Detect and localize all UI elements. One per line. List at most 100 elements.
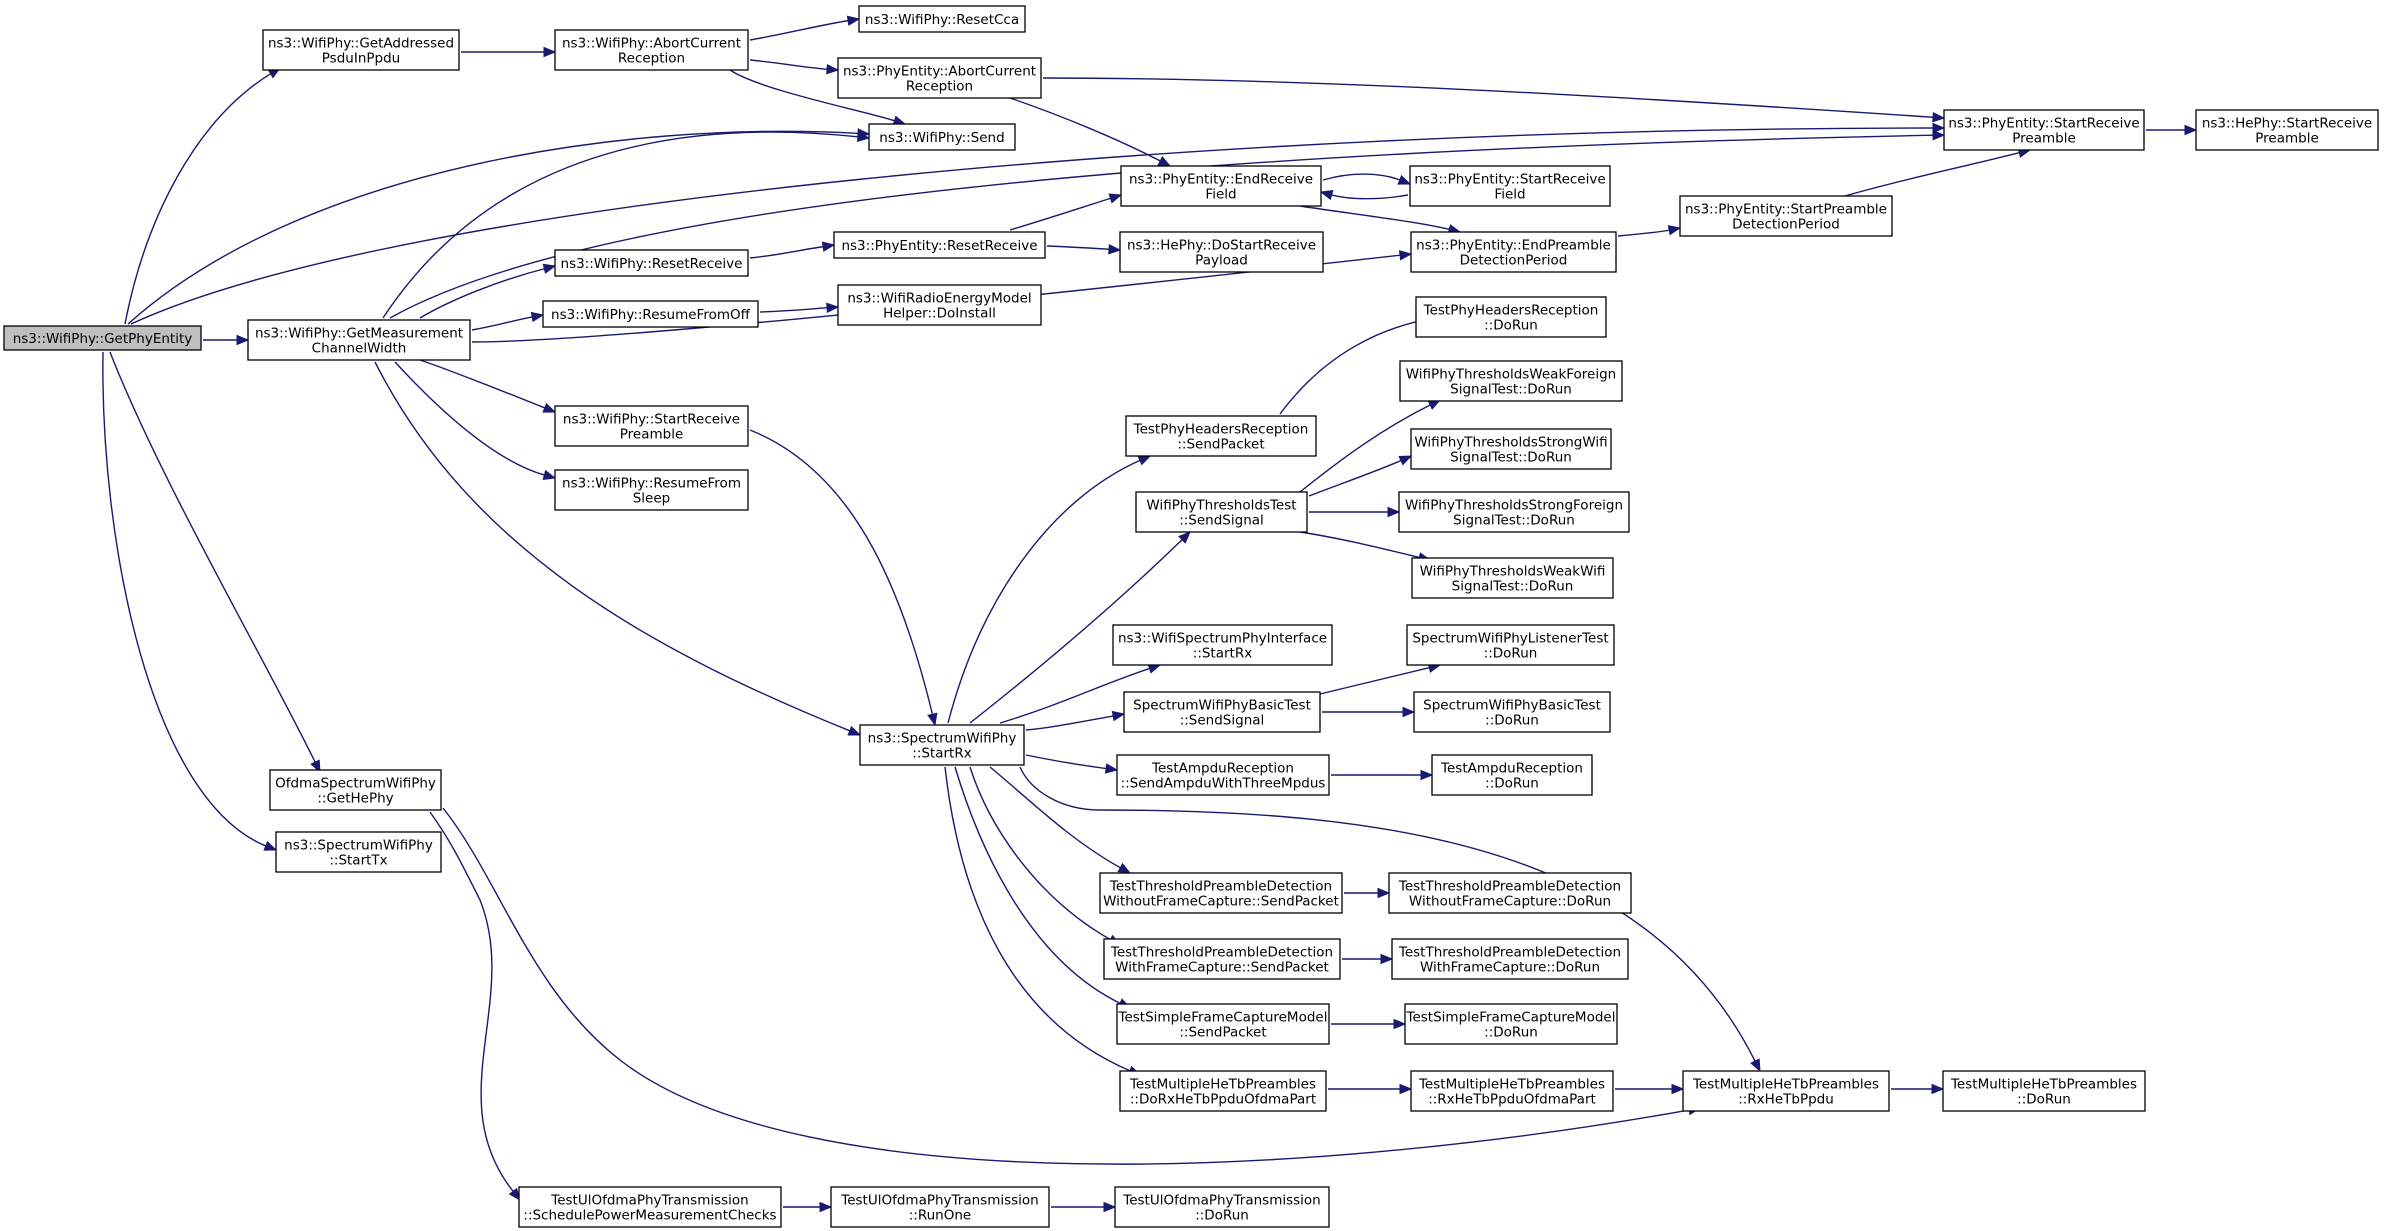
edge-line — [1308, 459, 1403, 497]
node-box — [1103, 938, 1341, 980]
node-label: WifiPhyThresholdsWeakForeign — [1406, 367, 1617, 383]
node-simpledorun[interactable]: TestSimpleFrameCaptureModel::DoRun — [1404, 1003, 1618, 1045]
edge-line — [394, 361, 546, 476]
node-label: ns3::WifiPhy::Send — [879, 130, 1004, 146]
node-box — [1413, 691, 1611, 733]
node-simplesend[interactable]: TestSimpleFrameCaptureModel::SendPacket — [1116, 1003, 1330, 1045]
node-label: TestMultipleHeTbPreambles — [1418, 1077, 1605, 1093]
node-phyresetrecv[interactable]: ns3::PhyEntity::ResetReceive — [833, 231, 1046, 259]
edge-line — [1046, 245, 1111, 250]
node-label: WithoutFrameCapture::SendPacket — [1103, 894, 1339, 910]
node-multidorun[interactable]: TestMultipleHeTbPreambles::DoRun — [1942, 1070, 2146, 1112]
node-hdrdorun[interactable]: TestPhyHeadersReception::DoRun — [1415, 296, 1607, 338]
edge-line — [130, 127, 1935, 325]
node-wifispecif[interactable]: ns3::WifiSpectrumPhyInterface::StartRx — [1112, 624, 1333, 666]
node-tpdcapsend[interactable]: TestThresholdPreambleDetectionWithFrameC… — [1103, 938, 1341, 980]
node-box — [1125, 415, 1317, 457]
node-resetreceive[interactable]: ns3::WifiPhy::ResetReceive — [554, 249, 749, 277]
node-basicdorun[interactable]: SpectrumWifiPhyBasicTest::DoRun — [1413, 691, 1611, 733]
node-weakwifi[interactable]: WifiPhyThresholdsWeakWifiSignalTest::DoR… — [1411, 557, 1614, 599]
node-label: SignalTest::DoRun — [1453, 513, 1575, 529]
node-box — [868, 123, 1016, 151]
node-box — [1411, 557, 1614, 599]
node-startpreambledet[interactable]: ns3::PhyEntity::StartPreambleDetectionPe… — [1679, 195, 1893, 237]
node-label: ns3::WifiRadioEnergyModel — [847, 291, 1031, 307]
node-strongforeign[interactable]: WifiPhyThresholdsStrongForeignSignalTest… — [1398, 491, 1630, 533]
node-multidorx[interactable]: TestMultipleHeTbPreambles::DoRxHeTbPpduO… — [1119, 1070, 1327, 1112]
edge-specstartrx-to-wifistartrecv — [749, 429, 938, 727]
node-energyinstall[interactable]: ns3::WifiRadioEnergyModelHelper::DoInsta… — [837, 284, 1042, 326]
node-label: ::SendPacket — [1177, 437, 1264, 453]
node-hdrsendpkt[interactable]: TestPhyHeadersReception::SendPacket — [1125, 415, 1317, 457]
node-label: ns3::PhyEntity::ResetReceive — [841, 238, 1037, 254]
node-tpdnocapsend[interactable]: TestThresholdPreambleDetectionWithoutFra… — [1099, 872, 1343, 914]
node-box — [837, 57, 1042, 99]
node-getphyentity[interactable]: ns3::WifiPhy::GetPhyEntity — [3, 325, 202, 351]
edge-ofdmagethephy-to-getphyentity — [109, 351, 321, 774]
node-label: TestPhyHeadersReception — [1133, 422, 1309, 438]
node-ampdusend[interactable]: TestAmpduReception::SendAmpduWithThreeMp… — [1116, 754, 1330, 796]
node-weakforeign[interactable]: WifiPhyThresholdsWeakForeignSignalTest::… — [1399, 360, 1623, 402]
node-box — [1410, 1070, 1614, 1112]
node-ofdmagethephy[interactable]: OfdmaSpectrumWifiPhy::GetHePhy — [269, 769, 442, 811]
node-tpdnocapdorun[interactable]: TestThresholdPreambleDetectionWithoutFra… — [1388, 872, 1632, 914]
node-tpdcapdorun[interactable]: TestThresholdPreambleDetectionWithFrameC… — [1391, 938, 1629, 980]
node-label: ns3::WifiPhy::ResumeFrom — [562, 476, 741, 492]
node-ampdudorun[interactable]: TestAmpduReception::DoRun — [1431, 754, 1593, 796]
node-uldorun[interactable]: TestUlOfdmaPhyTransmission::DoRun — [1114, 1186, 1330, 1228]
arrowhead-icon — [857, 131, 871, 142]
edge-wifistartrecv-to-getmeasurement — [419, 359, 557, 413]
node-box — [1406, 624, 1615, 666]
node-listenerdorun[interactable]: SpectrumWifiPhyListenerTest::DoRun — [1406, 624, 1615, 666]
arrowhead-icon — [1137, 455, 1152, 466]
edge-line — [999, 667, 1151, 724]
node-multirxhetb[interactable]: TestMultipleHeTbPreambles::RxHeTbPpdu — [1682, 1070, 1890, 1112]
node-resetcca[interactable]: ns3::WifiPhy::ResetCca — [858, 5, 1026, 33]
edge-line — [749, 59, 829, 70]
node-multirxofdma[interactable]: TestMultipleHeTbPreambles::RxHeTbPpduOfd… — [1410, 1070, 1614, 1112]
node-label: ns3::WifiPhy::ResumeFromOff — [551, 307, 751, 323]
edge-tpdnocapdorun-to-tpdnocapsend — [1344, 887, 1391, 899]
node-label: ::DoRun — [1195, 1208, 1249, 1224]
edge-line — [1299, 403, 1432, 493]
node-spectrumstarttx[interactable]: ns3::SpectrumWifiPhy::StartTx — [275, 831, 442, 873]
edge-simpledorun-to-simplesend — [1331, 1018, 1407, 1030]
node-box — [1391, 938, 1629, 980]
arrowhead-icon — [542, 263, 557, 274]
node-basicsendsig[interactable]: SpectrumWifiPhyBasicTest::SendSignal — [1123, 691, 1321, 733]
node-box — [1410, 231, 1617, 273]
node-specstartrx[interactable]: ns3::SpectrumWifiPhy::StartRx — [859, 724, 1025, 766]
node-ulrunone[interactable]: TestUlOfdmaPhyTransmission::RunOne — [830, 1186, 1050, 1228]
node-label: ::StartRx — [1193, 646, 1252, 662]
node-strongwifi[interactable]: WifiPhyThresholdsStrongWifiSignalTest::D… — [1410, 428, 1612, 470]
node-box — [554, 29, 749, 71]
node-label: TestAmpduReception — [1440, 761, 1583, 777]
node-resumefromoff[interactable]: ns3::WifiPhy::ResumeFromOff — [542, 300, 759, 328]
node-label: ::DoRun — [1485, 776, 1539, 792]
node-label: TestThresholdPreambleDetection — [1109, 879, 1332, 895]
node-thrsendsignal[interactable]: WifiPhyThresholdsTest::SendSignal — [1135, 491, 1308, 533]
node-label: ::DoRun — [1485, 713, 1539, 729]
node-ulschedule[interactable]: TestUlOfdmaPhyTransmission::SchedulePowe… — [518, 1186, 782, 1228]
node-box — [269, 769, 442, 811]
edge-line — [382, 131, 860, 319]
node-box — [262, 29, 460, 71]
node-label: SpectrumWifiPhyBasicTest — [1423, 698, 1601, 714]
edge-ampdusend-to-specstartrx — [1025, 754, 1119, 774]
node-endpreamble[interactable]: ns3::PhyEntity::EndPreambleDetectionPeri… — [1410, 231, 1617, 273]
node-label: TestMultipleHeTbPreambles — [1950, 1077, 2137, 1093]
edge-basicsendsig-to-specstartrx — [1025, 710, 1126, 731]
node-wifisend[interactable]: ns3::WifiPhy::Send — [868, 123, 1016, 151]
node-label: SignalTest::DoRun — [1452, 579, 1574, 595]
